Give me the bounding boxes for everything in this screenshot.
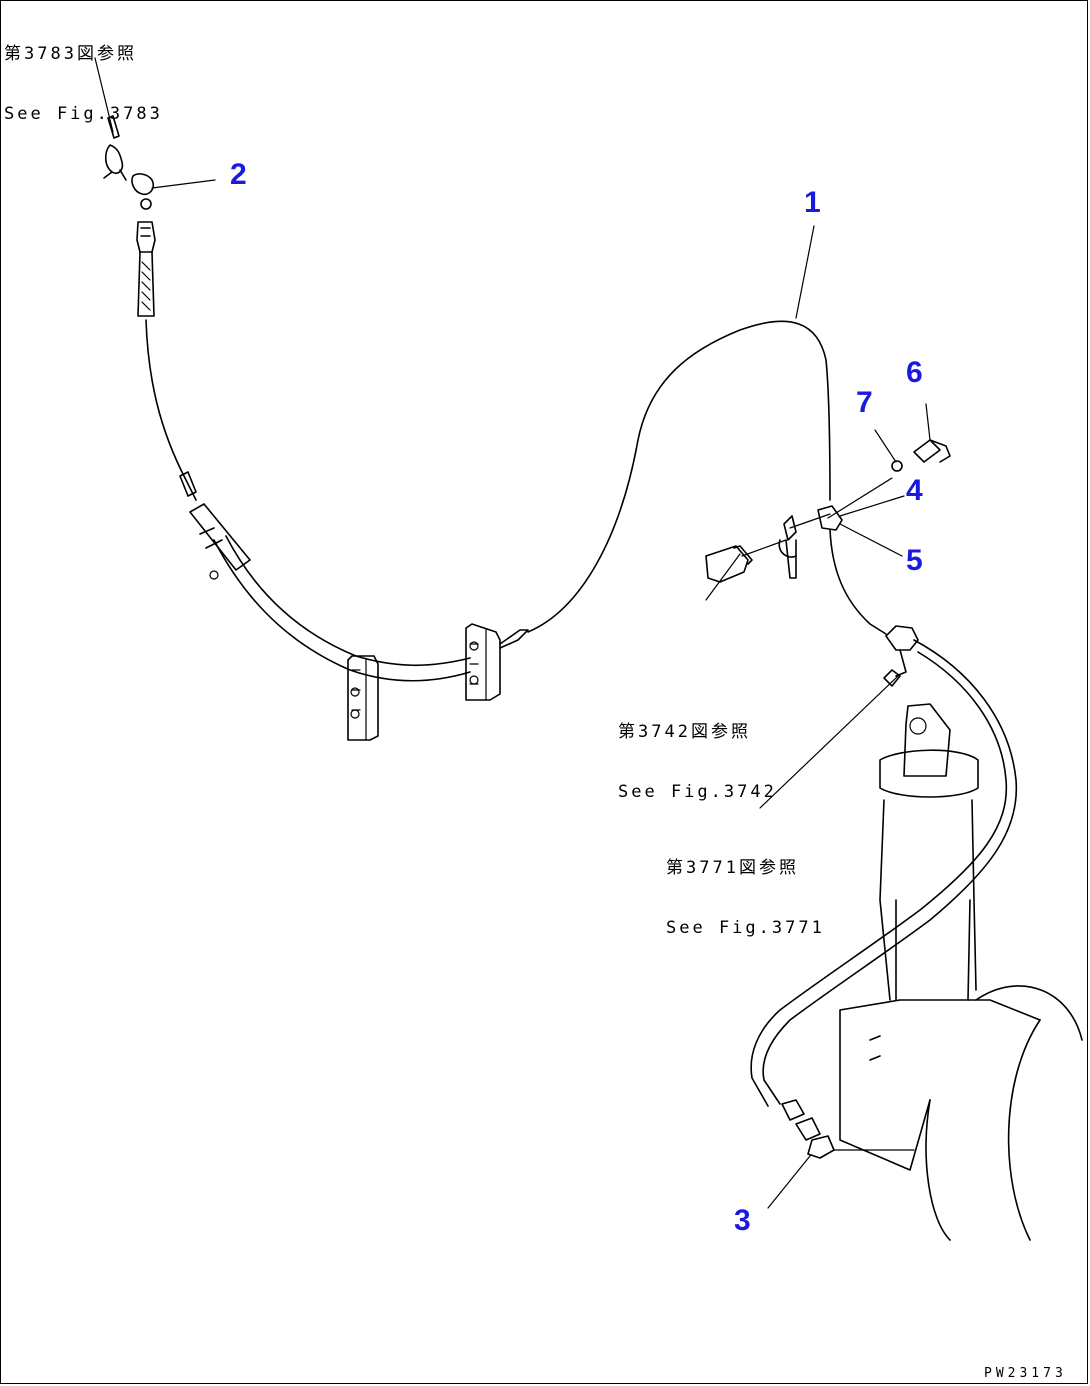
reference-3742: 第3742図参照 See Fig.3742 xyxy=(618,682,777,822)
cylinder xyxy=(750,625,1083,1241)
callout-5: 5 xyxy=(906,544,923,577)
callout-7: 7 xyxy=(856,386,873,419)
drawing-code: PW23173 xyxy=(984,1366,1067,1381)
leader-lines xyxy=(795,225,815,319)
reference-3771: 第3771図参照 See Fig.3771 xyxy=(666,818,825,958)
callout-2: 2 xyxy=(230,158,247,191)
reference-jp: 第3783図参照 xyxy=(4,44,137,64)
callout-3: 3 xyxy=(734,1204,751,1237)
reference-jp: 第3771図参照 xyxy=(666,858,799,878)
top-fitting xyxy=(94,57,216,317)
reference-jp: 第3742図参照 xyxy=(618,722,751,742)
reference-3783: 第3783図参照 See Fig.3783 xyxy=(4,4,163,144)
reference-en: See Fig.3771 xyxy=(666,918,825,938)
reference-en: See Fig.3742 xyxy=(618,782,777,802)
callout-4: 4 xyxy=(906,474,923,507)
bracket-assembly xyxy=(705,403,951,601)
main-cable xyxy=(145,319,887,741)
callout-1: 1 xyxy=(804,186,821,219)
callout-6: 6 xyxy=(906,356,923,389)
reference-en: See Fig.3783 xyxy=(4,104,163,124)
